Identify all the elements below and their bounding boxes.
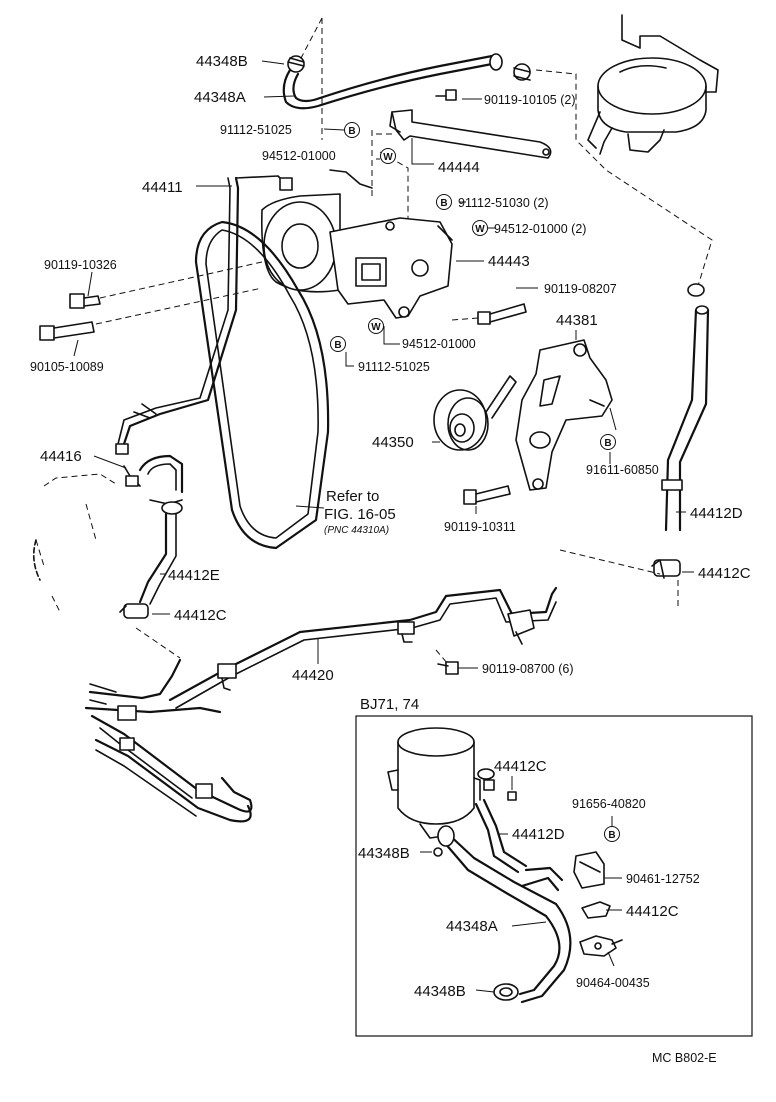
bolt-90119-08700 — [437, 661, 459, 675]
bolt-symbol-91112-51025-mid: B — [330, 336, 346, 352]
washer-symbol-94512-01000-mid: W — [368, 318, 384, 334]
label-44443: 44443 — [488, 253, 530, 270]
diagram-code: MC B802-E — [652, 1051, 717, 1065]
svg-text:B: B — [608, 830, 615, 841]
label-91112-51025-mid: 91112-51025 — [358, 360, 430, 374]
inset-label-44412C-top: 44412C — [494, 758, 547, 775]
label-44412D-right: 44412D — [690, 505, 743, 522]
label-90119-08700: 90119-08700 (6) — [482, 662, 574, 676]
svg-text:W: W — [371, 322, 381, 333]
label-90105-10089: 90105-10089 — [30, 360, 104, 374]
inset-title: BJ71, 74 — [360, 696, 419, 713]
washer-symbol-94512-01000-2: W — [472, 220, 488, 236]
inset-label-90461-12752: 90461-12752 — [626, 872, 700, 886]
bolt-symbol-91112-51025-top: B — [344, 122, 360, 138]
inset-label-44412D: 44412D — [512, 826, 565, 843]
hose-44348A-top — [282, 53, 531, 110]
bolt-symbol-91611-60850: B — [600, 434, 616, 450]
label-91112-51030: 91112-51030 (2) — [458, 196, 549, 210]
pressure-tube-44411 — [115, 175, 293, 455]
label-44420: 44420 — [292, 667, 334, 684]
oil-cooler — [84, 658, 253, 823]
label-94512-01000-top: 94512-01000 — [262, 149, 336, 163]
inset-label-44348B-top: 44348B — [358, 845, 410, 862]
hose-44412D-right — [661, 283, 710, 532]
label-44444: 44444 — [438, 159, 480, 176]
reservoir-assembly — [587, 14, 719, 155]
hose-44412E — [138, 501, 183, 605]
bolt-90105-10089 — [39, 321, 95, 341]
svg-text:W: W — [383, 152, 393, 163]
drive-belt — [194, 220, 330, 550]
svg-text:B: B — [604, 438, 611, 449]
label-44411: 44411 — [142, 179, 183, 196]
svg-text:B: B — [334, 340, 341, 351]
washer-symbol-94512-01000-top: W — [380, 148, 396, 164]
clamp-44412C-left — [119, 603, 149, 619]
label-44348A-top: 44348A — [194, 89, 246, 106]
inset-label-91656-40820: 91656-40820 — [572, 797, 646, 811]
label-refer-to: Refer to — [326, 488, 379, 505]
bracket-44444 — [389, 89, 552, 159]
svg-text:B: B — [440, 198, 447, 209]
pump-body — [260, 169, 373, 293]
label-90119-10311: 90119-10311 — [444, 520, 516, 534]
label-44416: 44416 — [40, 448, 82, 465]
svg-text:W: W — [475, 224, 485, 235]
label-44412C-right: 44412C — [698, 565, 751, 582]
idler-pulley-44350 — [433, 375, 517, 451]
inset-hose-44412D — [474, 768, 564, 892]
label-44348B-top: 44348B — [196, 53, 248, 70]
label-44350: 44350 — [372, 434, 414, 451]
inset-label-90464-00435: 90464-00435 — [576, 976, 650, 990]
fitting-44416 — [123, 454, 184, 505]
inset-reservoir — [387, 727, 481, 839]
label-90119-10105: 90119-10105 (2) — [484, 93, 576, 107]
inset-hose-44348A — [433, 825, 572, 1004]
label-pnc-44310A: (PNC 44310A) — [324, 525, 389, 536]
return-tube-44420 — [168, 586, 558, 709]
label-90119-08207: 90119-08207 — [544, 282, 617, 296]
inset-bracket-90461 — [573, 851, 611, 919]
inset-label-44348B-bot: 44348B — [414, 983, 466, 1000]
label-90119-10326: 90119-10326 — [44, 258, 117, 272]
svg-text:B: B — [348, 126, 355, 137]
bolt-90119-10311 — [463, 485, 511, 505]
inset-frame — [355, 715, 753, 1037]
bolt-symbol-91112-51030: B — [436, 194, 452, 210]
inset-label-44412C-bot: 44412C — [626, 903, 679, 920]
label-94512-01000-mid: 94512-01000 — [402, 337, 476, 351]
label-44381: 44381 — [556, 312, 598, 329]
label-91611-60850: 91611-60850 — [586, 463, 659, 477]
bolt-symbol-91656-40820: B — [604, 826, 620, 842]
clamp-44412C-right — [651, 559, 681, 579]
pump-bracket-44443 — [329, 217, 453, 319]
inset-label-44348A: 44348A — [446, 918, 498, 935]
label-44412E: 44412E — [168, 567, 220, 584]
bolt-90119-10326 — [69, 293, 101, 309]
label-91112-51025-top: 91112-51025 — [220, 123, 292, 137]
inset-clamp-90464 — [579, 935, 623, 957]
label-94512-01000-2: 94512-01000 (2) — [494, 222, 586, 236]
label-fig-16-05: FIG. 16-05 — [324, 506, 396, 523]
label-44412C-left: 44412C — [174, 607, 227, 624]
bolt-90119-08207 — [477, 303, 527, 325]
idler-bracket-44381 — [515, 339, 613, 491]
